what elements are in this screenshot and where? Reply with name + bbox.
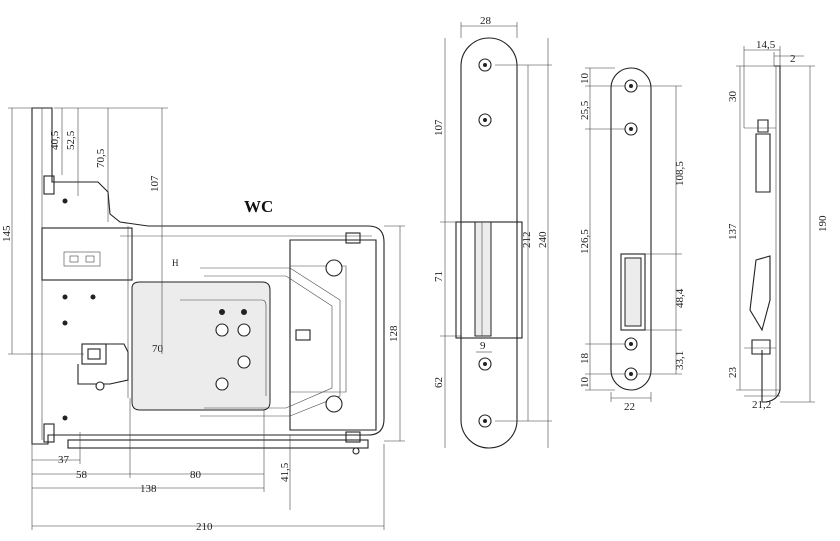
dim-240: 240 bbox=[537, 231, 549, 248]
dim-58: 58 bbox=[76, 469, 88, 481]
dim-10-bottom: 10 bbox=[579, 377, 591, 389]
dim-71: 71 bbox=[433, 271, 445, 282]
dim-37: 37 bbox=[58, 454, 70, 466]
dim-10-top: 10 bbox=[579, 73, 591, 85]
dim-33-1: 33,1 bbox=[674, 351, 686, 370]
svg-text:H: H bbox=[172, 258, 179, 268]
dim-107-lock: 107 bbox=[149, 175, 161, 192]
dim-18: 18 bbox=[579, 353, 591, 365]
dim-70: 70 bbox=[152, 343, 164, 355]
dim-108-5: 108,5 bbox=[674, 161, 686, 186]
dim-41-5: 41,5 bbox=[279, 462, 291, 482]
dim-23: 23 bbox=[727, 367, 739, 379]
lock-body-view: H bbox=[31, 107, 385, 455]
dim-145: 145 bbox=[1, 225, 13, 242]
dim-22: 22 bbox=[624, 401, 635, 413]
dim-21-2: 21,2 bbox=[752, 399, 771, 411]
dim-40-5: 40,5 bbox=[49, 130, 61, 150]
dim-52-5: 52,5 bbox=[65, 130, 77, 150]
side-view-dimensions bbox=[736, 46, 815, 403]
dim-9: 9 bbox=[480, 340, 486, 352]
strike-plate-dimensions bbox=[585, 67, 682, 402]
dim-25-5: 25,5 bbox=[579, 100, 591, 120]
dim-62: 62 bbox=[433, 377, 445, 388]
strike-plate-view bbox=[610, 67, 652, 391]
dim-2: 2 bbox=[790, 53, 796, 65]
dim-126-5: 126,5 bbox=[579, 229, 591, 254]
dim-107-faceplate: 107 bbox=[433, 119, 445, 136]
faceplate-dimensions bbox=[440, 22, 552, 448]
dim-48-4: 48,4 bbox=[674, 288, 686, 308]
lock-dimensions bbox=[8, 107, 405, 530]
dim-190: 190 bbox=[817, 215, 829, 232]
drawing-title: WC bbox=[244, 197, 273, 216]
side-view bbox=[744, 65, 781, 403]
dim-30: 30 bbox=[727, 91, 739, 103]
dim-14-5: 14,5 bbox=[756, 39, 776, 51]
dim-210: 210 bbox=[196, 521, 213, 533]
dim-70-5: 70,5 bbox=[95, 148, 107, 168]
dim-28: 28 bbox=[480, 15, 492, 27]
dim-80: 80 bbox=[190, 469, 202, 481]
dim-138: 138 bbox=[140, 483, 157, 495]
dim-128: 128 bbox=[388, 325, 400, 342]
dim-137: 137 bbox=[727, 223, 739, 240]
dim-212: 212 bbox=[521, 232, 533, 249]
faceplate-view bbox=[455, 37, 523, 449]
